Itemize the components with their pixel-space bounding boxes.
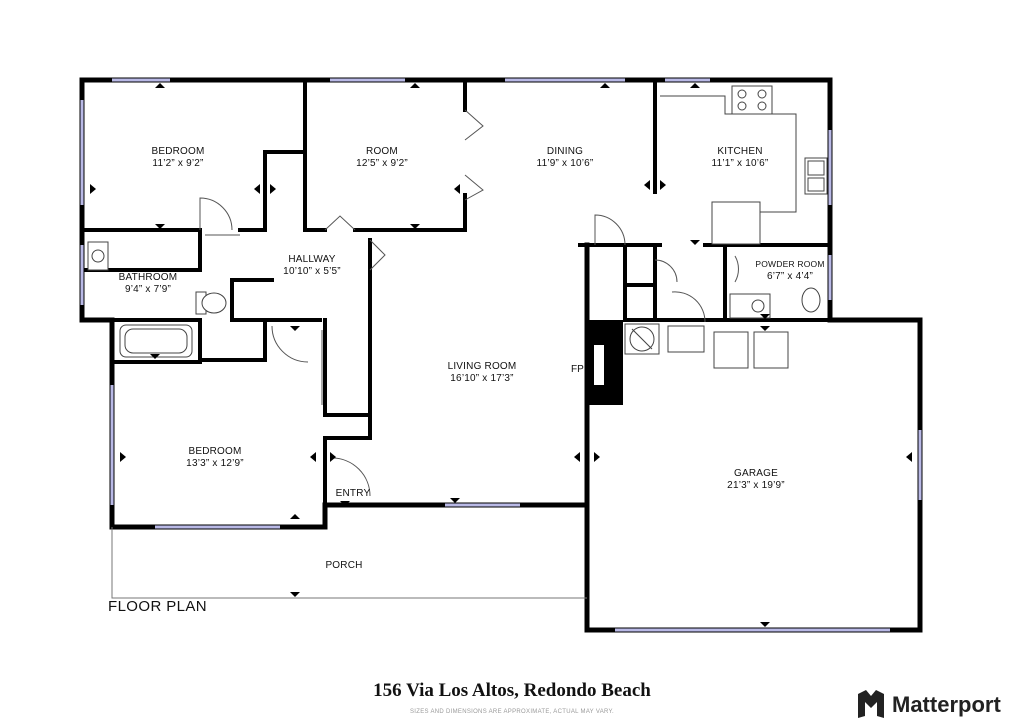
room-dimensions: 10’10” x 5’5” — [283, 266, 341, 277]
wall-markers — [90, 83, 912, 627]
room-name: ROOM — [366, 146, 398, 157]
floor-plan-title: FLOOR PLAN — [108, 598, 208, 615]
washer-icon — [667, 325, 705, 353]
fireplace — [589, 320, 623, 405]
brand-name: Matterport — [892, 692, 1001, 717]
room-label-powder-room: POWDER ROOM 6’7” x 4’4” — [755, 258, 824, 283]
room-label-living-room: LIVING ROOM 16’10” x 17’3” — [448, 361, 517, 385]
room-label-bedroom: BEDROOM 11’2” x 9’2” — [151, 146, 204, 170]
exterior-walls — [79, 77, 923, 633]
fireplace-label: FP — [571, 364, 584, 375]
room-dimensions: 12’5” x 9’2” — [356, 158, 408, 169]
room-dimensions: 13’3” x 12’9” — [186, 458, 244, 469]
room-dimensions: 9’4” x 7’9” — [124, 284, 172, 295]
powder-toilet-icon — [801, 287, 821, 313]
room-name: BEDROOM — [151, 146, 205, 157]
room-label-room: ROOM 12’5” x 9’2” — [356, 146, 408, 170]
dryer-icon — [713, 331, 749, 369]
room-name: BEDROOM — [188, 446, 242, 457]
room-name: ENTRY — [335, 488, 371, 499]
room-name: LIVING ROOM — [447, 361, 517, 372]
room-name: PORCH — [325, 560, 363, 571]
windows — [80, 78, 922, 632]
room-dimensions: 21’3” x 19’9” — [727, 480, 785, 491]
brand-logo: Matterport — [856, 690, 1001, 720]
room-name: BATHROOM — [118, 272, 178, 283]
room-name: KITCHEN — [717, 146, 763, 157]
room-dimensions: 16’10” x 17’3” — [450, 373, 514, 384]
room-name: HALLWAY — [288, 254, 336, 265]
porch-outline — [111, 527, 587, 599]
room-label-hallway: HALLWAY 10’10” x 5’5” — [283, 254, 341, 278]
room-label-dining: DINING 11’9” x 10’6” — [537, 146, 594, 170]
room-name: GARAGE — [733, 468, 778, 479]
room-name: DINING — [546, 146, 584, 157]
room-label-kitchen: KITCHEN 11’1” x 10’6” — [712, 146, 769, 170]
doors — [199, 109, 739, 497]
garage-unit-icon — [753, 331, 789, 369]
room-label-bathroom: BATHROOM 9’4” x 7’9” — [119, 272, 178, 296]
room-label-garage: GARAGE 21’3” x 19’9” — [727, 468, 785, 492]
room-dimensions: 6’7” x 4’4” — [766, 271, 814, 282]
room-dimensions: 11’9” x 10’6” — [536, 158, 594, 169]
room-label-porch: PORCH — [325, 560, 362, 572]
property-address: 156 Via Los Altos, Redondo Beach — [373, 680, 651, 701]
room-label-bedroom-2: BEDROOM 13’3” x 12’9” — [186, 446, 244, 470]
room-name: POWDER ROOM — [755, 259, 825, 269]
room-label-entry: ENTRY — [336, 488, 371, 500]
refrigerator-icon — [711, 201, 761, 245]
matterport-logo-icon — [858, 690, 884, 718]
stove-icon — [731, 85, 773, 115]
room-dimensions: 11’2” x 9’2” — [152, 158, 204, 169]
fixtures — [87, 85, 828, 369]
dimensions-disclaimer: SIZES AND DIMENSIONS ARE APPROXIMATE, AC… — [409, 709, 615, 715]
room-dimensions: 11’1” x 10’6” — [711, 158, 769, 169]
interior-walls — [80, 78, 832, 507]
